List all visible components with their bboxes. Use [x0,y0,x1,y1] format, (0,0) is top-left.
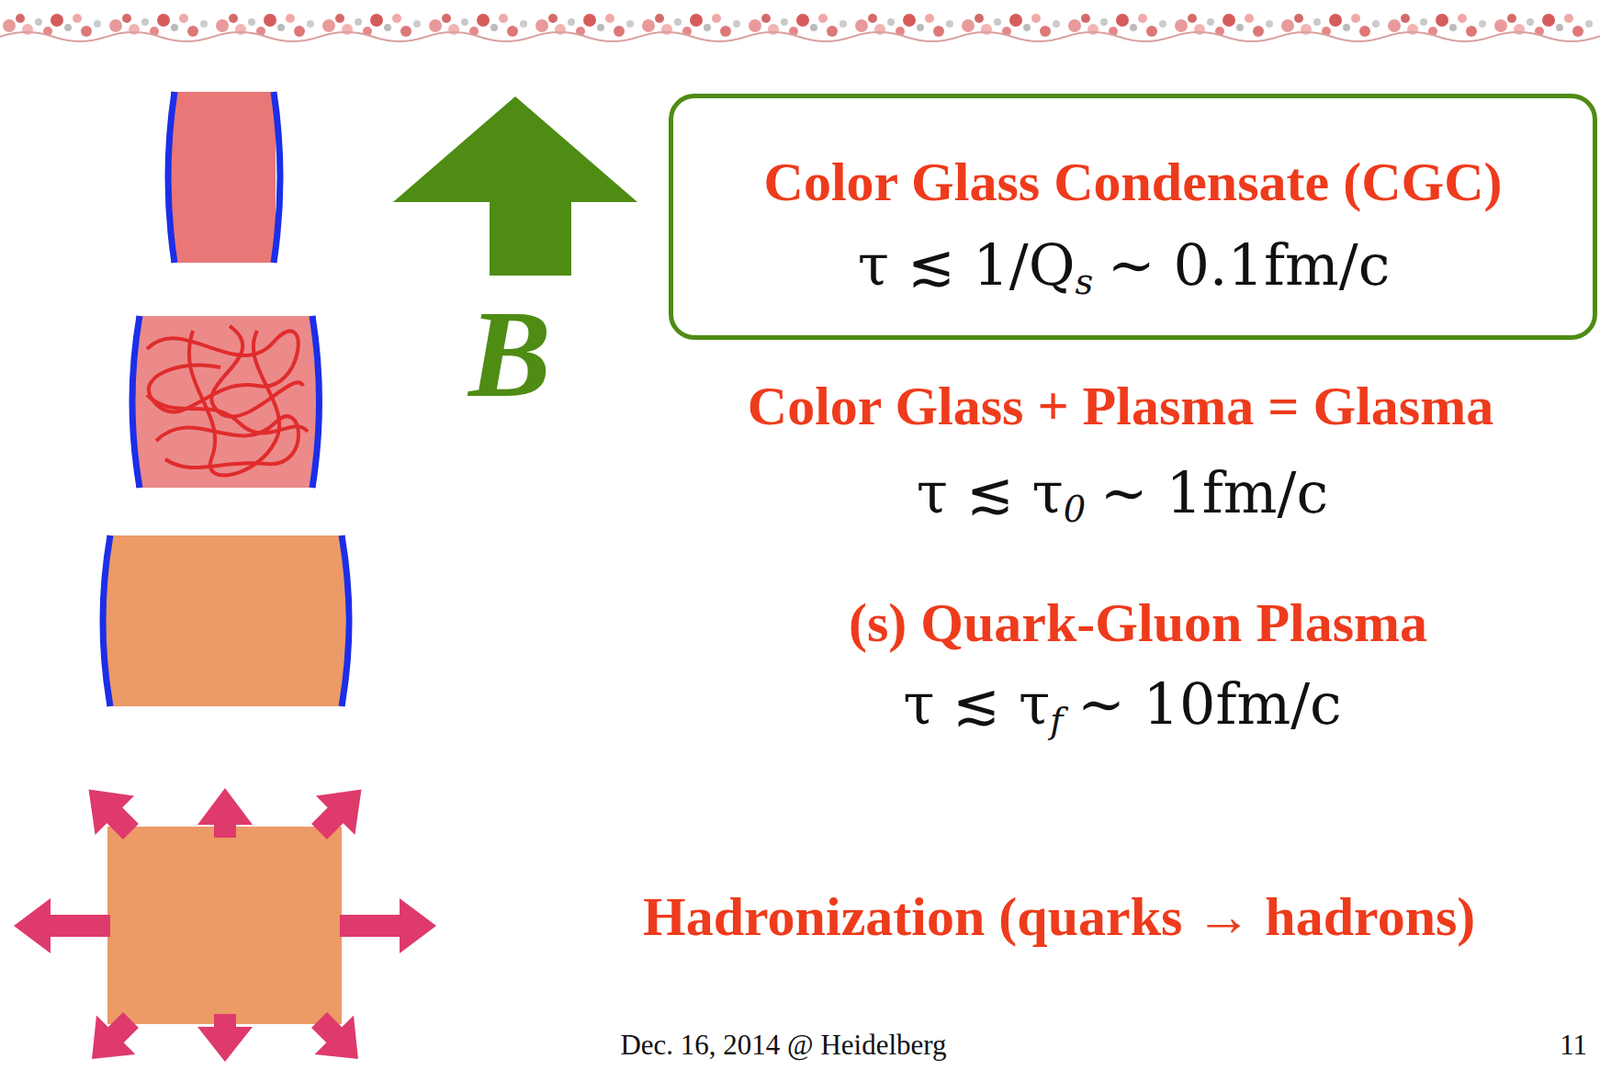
time-scale-part: s [1075,260,1094,303]
time-scale-part: ∼ 10fm/c [1077,670,1342,738]
hadronization-explosion [13,769,437,1070]
page-number-part: 11 [1559,1028,1588,1061]
glasma-cylinder [132,315,320,488]
time-scale: τ ≲ 1/Qs ∼ 0.1fm/c [857,232,1391,304]
time-scale-part: τ ≲ τ [916,459,1064,527]
stage-title: Color Glass Condensate (CGC) [764,150,1503,215]
time-scale-part: ∼ 0.1fm/c [1107,231,1391,299]
stage-title-part: Hadronization (quarks → hadrons) [642,886,1476,947]
field-arrow [393,96,638,276]
time-scale-part: 0 [1063,488,1086,530]
stage-title-part: Color Glass + Plasma = Glasma [747,375,1494,437]
time-scale-part: f [1049,699,1063,742]
cgc-cylinder [168,91,281,263]
footer-text: Dec. 16, 2014 @ Heidelberg [619,1028,947,1062]
time-scale: τ ≲ τ0 ∼ 1fm/c [916,460,1329,531]
stage-title: (s) Quark-Gluon Plasma [848,591,1428,655]
time-scale: τ ≲ τf ∼ 10fm/c [902,671,1342,743]
decorative-border [0,0,1600,52]
highlight-box: Color Glass Condensate (CGC) τ ≲ 1/Qs ∼ 0.… [668,93,1598,340]
stage-title: Color Glass + Plasma = Glasma [747,374,1494,439]
page-number: 11 [1559,1028,1588,1062]
field-label-part: B [468,285,552,423]
time-scale-part: ∼ 1fm/c [1100,459,1329,527]
footer-text-part: Dec. 16, 2014 @ Heidelberg [619,1028,947,1061]
stage-title-part: Color Glass Condensate (CGC) [764,151,1503,213]
stage-title: Hadronization (quarks → hadrons) [642,885,1476,949]
qgp-cylinder [102,535,350,707]
time-scale-part: τ ≲ τ [902,670,1050,738]
time-scale-part: τ ≲ 1/Q [857,231,1076,299]
stage-title-part: (s) Quark-Gluon Plasma [848,592,1428,654]
field-label: B [468,292,552,417]
